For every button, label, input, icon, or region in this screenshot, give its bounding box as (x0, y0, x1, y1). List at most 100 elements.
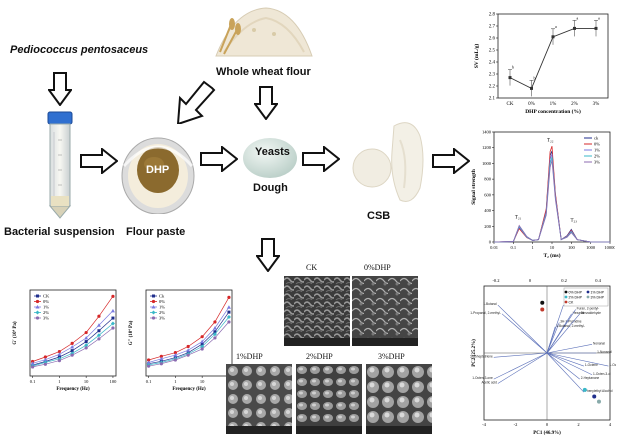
vector-label: 2-Heptanone (581, 376, 600, 380)
data-point (186, 348, 191, 352)
sample-point (592, 394, 597, 399)
legend-label: 0% (594, 142, 600, 147)
dough-label: Dough (253, 182, 288, 194)
y-tick-label: 2.1 (489, 97, 496, 102)
legend-marker (586, 290, 590, 294)
test-tube-image (47, 111, 73, 219)
diagonal-arrow (176, 80, 216, 124)
csb-image (352, 122, 424, 202)
legend-label: 2% (594, 154, 600, 159)
top-tick-label: 0 (529, 278, 532, 283)
x-tick-label: 0.01 (490, 245, 498, 250)
y-tick-label: 2.5 (489, 49, 496, 54)
bottom-tick-label: 2 (577, 422, 579, 427)
legend-label: 0% DHP (569, 290, 583, 294)
vector-label: Nonanal (593, 341, 605, 345)
x-tick-label: 10 (200, 379, 205, 384)
data-point (43, 357, 48, 362)
x-axis-label: PC1 (46.9%) (533, 431, 561, 436)
data-point (84, 335, 89, 340)
vector-label: Benzaldehyde (581, 311, 601, 315)
legend-label: CK (569, 300, 575, 304)
data-point (57, 349, 61, 354)
sig-letter: a (555, 24, 557, 29)
data-point (173, 358, 177, 362)
series-line-3pct (493, 160, 610, 243)
y-axis-label: G′ (10⁴ Pa) (12, 321, 18, 345)
loss-modulus-chart: 0.1110100Ck0%1%2%3%Frequency (Hz)G″ (10⁴… (128, 289, 233, 392)
sem-0dhp-image (352, 276, 418, 346)
data-point (227, 310, 231, 314)
data-point (159, 362, 163, 366)
x-tick-label: 100 (568, 245, 576, 250)
x-tick-label: 3% (593, 102, 600, 107)
data-point (43, 362, 47, 366)
data-point (186, 353, 190, 357)
sem-2dhp-label: 2%DHP (306, 352, 333, 361)
flour-paste-image (121, 137, 195, 214)
y-tick-label: 400 (484, 208, 492, 213)
data-point (226, 315, 231, 320)
data-point (57, 359, 61, 363)
top-tick-label: -0.2 (492, 278, 499, 283)
vector-label: 1-Butanol, 2-methyl- (556, 324, 585, 328)
vector-label: Furan, 2-pentyl- (577, 306, 600, 310)
legend-label: 3% (43, 316, 49, 321)
sig-letter: a (598, 15, 600, 20)
sv-point (530, 86, 533, 90)
dhp-label: DHP (146, 164, 170, 176)
data-point (97, 337, 101, 341)
data-point (70, 345, 75, 349)
legend-label: 1% (594, 148, 600, 153)
data-point (227, 320, 231, 324)
legend-label: Ck (159, 294, 165, 299)
y-tick-label: 1200 (482, 145, 492, 150)
y-tick-label: 0 (489, 240, 492, 245)
y-axis-label: SV (mL/g) (473, 44, 480, 69)
data-point (84, 330, 88, 335)
data-point (97, 329, 101, 333)
vector-label: Phenylethyl Alcohol (585, 389, 613, 393)
x-tick-label: 10 (550, 245, 555, 250)
x-tick-label: 2% (571, 102, 578, 107)
x-tick-label: CK (507, 102, 514, 107)
legend-marker (151, 310, 156, 315)
whole-wheat-label: Whole wheat flour (216, 66, 311, 78)
data-point (212, 332, 217, 337)
data-point (84, 340, 88, 344)
plot-frame (497, 13, 609, 99)
vector-label: 1-Octene (585, 363, 598, 367)
data-point (111, 294, 115, 298)
sem-3dhp-image (366, 364, 432, 434)
loading-vector (501, 313, 548, 354)
sv-point (594, 26, 598, 30)
x-tick-label: 10 (84, 379, 89, 384)
peak-label-t21: T₂₁ (515, 215, 522, 220)
sample-point (582, 387, 587, 392)
series-line-2pct (493, 156, 610, 243)
y-axis-label: PC2 (25.2%) (472, 339, 477, 367)
legend-marker (151, 305, 156, 309)
data-point (212, 326, 217, 330)
legend-label: 2% (159, 310, 165, 315)
sig-letter: b (512, 65, 514, 70)
legend-label: 3% (159, 316, 165, 321)
data-point (110, 308, 115, 313)
y-tick-label: 2.4 (489, 61, 496, 66)
sem-ck-image (284, 276, 350, 346)
sv-point (573, 26, 576, 30)
sem-ck-label: CK (306, 263, 318, 272)
down-arrow-bacteria (48, 72, 72, 106)
bottom-tick-label: -4 (482, 422, 486, 427)
loading-vector (546, 352, 584, 367)
data-point (200, 347, 204, 351)
bottom-tick-label: -2 (514, 422, 518, 427)
data-point (146, 358, 151, 362)
y-tick-label: 2.3 (489, 73, 496, 78)
sem-1dhp-label: 1%DHP (236, 352, 263, 361)
data-point (173, 353, 178, 357)
data-point (173, 351, 177, 355)
x-tick-label: 1 (174, 379, 176, 384)
